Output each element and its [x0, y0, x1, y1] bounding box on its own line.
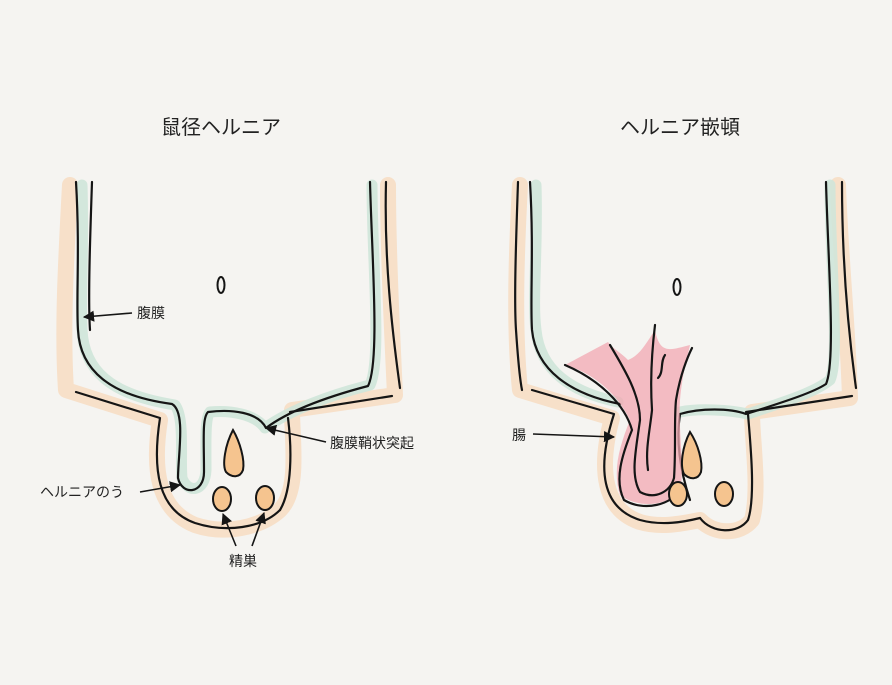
- processus-vaginalis-arrow: [264, 424, 327, 443]
- right-scrotum-wall: [698, 412, 754, 532]
- left-scrotum-right-wall: [278, 416, 292, 512]
- left-peritoneum-line: [74, 180, 376, 492]
- left-peritoneum-tint: [75, 179, 382, 494]
- intestine-fold-2: [656, 353, 667, 380]
- label-peritoneum: 腹膜: [137, 305, 165, 322]
- left-outer-tint: [56, 177, 403, 538]
- intestine-arrow: [532, 431, 616, 443]
- intestine-inner-loop: [608, 343, 694, 497]
- right-peritoneum-line: [528, 180, 622, 406]
- right-outer-wall-left: [514, 180, 524, 392]
- label-hernia-sac: ヘルニアのう: [40, 485, 124, 501]
- right-testis-1: [668, 481, 688, 507]
- right-navel: [672, 278, 682, 296]
- label-testis: 精巣: [229, 554, 257, 570]
- left-spermatic-cord-testis: [223, 427, 245, 478]
- label-processus-vaginalis: 腹膜鞘状突起: [330, 435, 414, 452]
- intestine-outer-loop: [563, 363, 684, 508]
- right-canal-line-right: [744, 394, 854, 414]
- left-outer-wall-right: [384, 180, 402, 390]
- left-testis-1: [212, 486, 232, 512]
- right-peritoneum-tint: [529, 179, 840, 420]
- testis-arrow-1: [221, 512, 237, 547]
- left-outer-wall-left: [88, 180, 94, 332]
- left-testis-2: [255, 485, 275, 511]
- right-outer-wall-right: [840, 180, 858, 390]
- right-testis-2: [714, 481, 734, 507]
- intestine-shape: [565, 330, 690, 505]
- testis-arrow-2: [251, 511, 266, 547]
- right-spermatic-cord-testis: [681, 430, 703, 480]
- intestine-fold-1: [645, 323, 657, 472]
- label-intestine: 腸: [512, 428, 526, 444]
- left-diagram: 鼠径ヘルニア 腹膜 腹膜鞘状突起 ヘルニアのう 精巣: [40, 115, 414, 570]
- right-peritoneum-line-right: [678, 180, 832, 416]
- left-navel: [216, 276, 226, 294]
- left-title: 鼠径ヘルニア: [161, 115, 281, 139]
- peritoneum-arrow: [82, 310, 133, 322]
- right-title: ヘルニア嵌頓: [620, 115, 740, 139]
- hernia-sac-arrow: [139, 481, 182, 493]
- right-canal-line-left: [530, 388, 702, 525]
- right-diagram: ヘルニア嵌頓 腸: [508, 115, 858, 540]
- left-canal-line-right: [288, 394, 394, 414]
